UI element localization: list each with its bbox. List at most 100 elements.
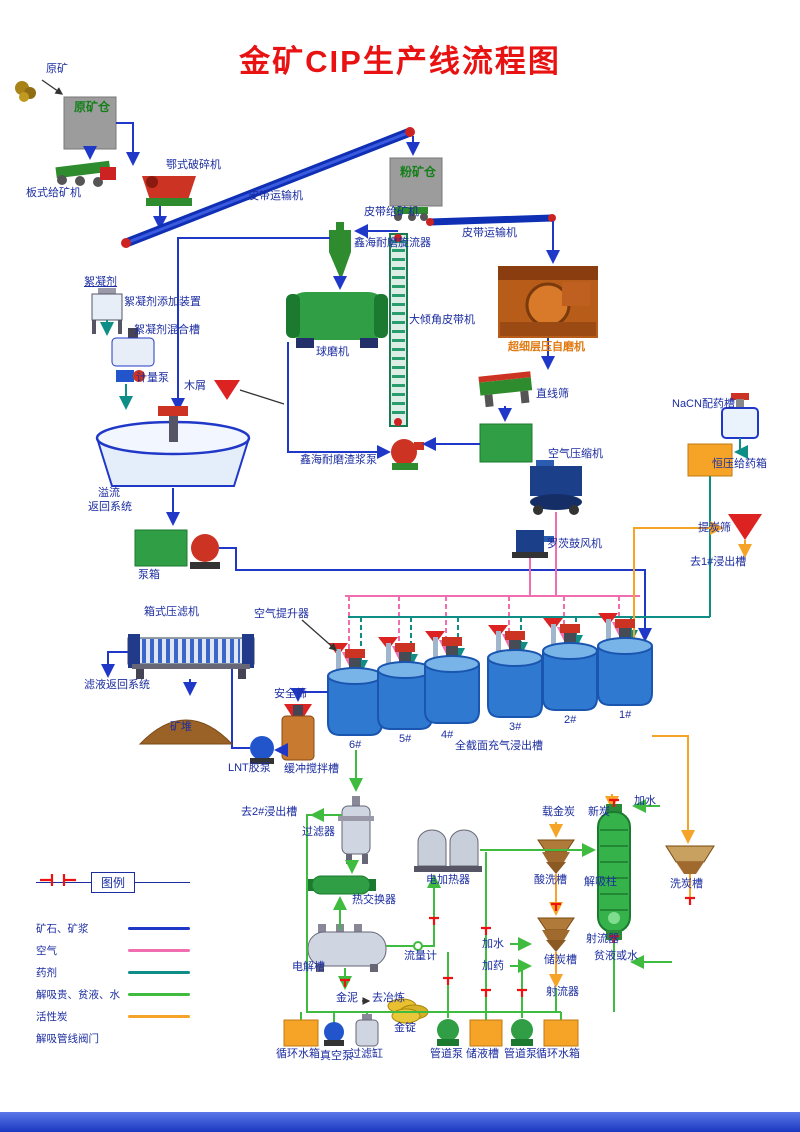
flocculant-device-shape <box>91 288 123 334</box>
leach-tank-6 <box>327 642 383 736</box>
overflow-return-label-1: 溢流 <box>98 487 120 499</box>
dosing-box-shape <box>687 443 733 477</box>
leach-tank-2 <box>542 617 598 711</box>
desorption-column-shape <box>597 804 631 940</box>
carbon-wash-shape <box>665 845 715 874</box>
air-compressor-shape <box>530 460 582 515</box>
gold-mud-label: 金泥 <box>336 992 358 1004</box>
filter-cylinder-label: 过滤缸 <box>350 1048 383 1060</box>
heat-exchanger-label: 热交换器 <box>352 894 396 906</box>
slurry-pump-label: 鑫海耐磨渣浆泵 <box>300 454 377 466</box>
to-smelting-label: 去冶炼 <box>372 992 405 1004</box>
pipeline-pump-1-label: 管道泵 <box>430 1048 463 1060</box>
tank-3-label: 3# <box>509 721 522 733</box>
acid-tank-shape <box>537 839 575 874</box>
valve-icon <box>479 988 493 999</box>
wood-chips-label: 木屑 <box>184 380 206 392</box>
valve-icon <box>441 976 455 987</box>
filter-label: 过滤器 <box>302 826 335 838</box>
valve-symbols-icon <box>40 874 76 886</box>
air-lifter-pointer <box>301 619 337 651</box>
wood-chips-pointer <box>239 389 285 405</box>
air-lifter-label: 空气提升器 <box>254 608 309 620</box>
valve-icon <box>515 988 529 999</box>
legend-item-valve: 解吸管线阀门 <box>36 874 190 1049</box>
ball-mill-label: 球磨机 <box>316 346 349 358</box>
roots-blower-shape <box>512 530 554 558</box>
legend: 图例 矿石、矿浆 空气 药剂 解吸贵、贫液、水 活性炭 解吸管线阀门 <box>36 872 191 1049</box>
to-tank-1-label: 去1#浸出槽 <box>690 556 747 568</box>
vacuum-pump-shape <box>324 1022 344 1046</box>
leach-tank-3 <box>487 624 543 718</box>
linear-screen-label: 直线筛 <box>536 388 569 400</box>
jaw-crusher-label: 鄂式破碎机 <box>166 159 221 171</box>
leach-tank-1 <box>597 612 653 706</box>
valve-icon <box>479 926 493 937</box>
legend-item-solution: 解吸贵、贫液、水 <box>36 983 190 1005</box>
circulating-tank-2-shape <box>543 1019 579 1047</box>
dosing-box-label: 恒压给药箱 <box>712 458 767 470</box>
flow-meter-label: 流量计 <box>404 950 437 962</box>
pipeline-pump-2-label: 管道泵 <box>504 1048 537 1060</box>
tank-5-label: 5# <box>399 733 412 745</box>
ore-pile-label: 矿堆 <box>170 721 192 733</box>
carbon-storage-shape <box>537 917 575 952</box>
plate-feeder-label: 板式给矿机 <box>26 187 81 199</box>
buffer-tank-label: 缓冲搅拌槽 <box>284 763 339 775</box>
lean-liquid-label: 贫液或水 <box>594 950 638 962</box>
vacuum-pump-label: 真空泵 <box>320 1050 353 1062</box>
plate-feeder-shape <box>55 160 116 187</box>
electric-heater-label: 电加热器 <box>426 874 470 886</box>
metering-pump-label: 计量泵 <box>136 372 169 384</box>
legend-swatch-solution <box>128 992 190 996</box>
legend-item-reagent: 药剂 <box>36 961 190 983</box>
legend-swatch-air <box>128 948 190 952</box>
leach-tank-5 <box>377 636 433 730</box>
filtrate-return-label: 滤液返回系统 <box>84 679 150 691</box>
acid-tank-label: 酸洗槽 <box>534 874 567 886</box>
nacn-tank-label: NaCN配药槽 <box>672 398 735 410</box>
valve-icon <box>549 902 563 913</box>
carbon-screen-shape <box>728 514 762 540</box>
jet-2-label: 射流器 <box>546 986 579 998</box>
circulating-tank-1-shape <box>283 1019 319 1047</box>
raw-ore-label: 原矿 <box>46 63 68 75</box>
pump-box-label: 泵箱 <box>138 569 160 581</box>
autogenous-mill-shape <box>498 266 598 338</box>
metering-pump-shape <box>116 370 145 382</box>
valve-icon <box>683 896 697 907</box>
valve-icon <box>427 916 441 927</box>
storage-tank-label: 储液槽 <box>466 1048 499 1060</box>
filter-shape <box>338 796 374 864</box>
circulating-tank-1-label: 循环水箱 <box>276 1048 320 1060</box>
belt-conveyor-2-shape <box>426 214 556 226</box>
legend-item-ore: 矿石、矿浆 <box>36 917 190 939</box>
lnt-pump-shape <box>250 736 274 764</box>
carbon-wash-label: 洗炭槽 <box>670 878 703 890</box>
legend-line-right <box>135 882 191 883</box>
jet-1-label: 射流器 <box>586 933 619 945</box>
legend-title: 图例 <box>91 872 136 893</box>
footer-bar <box>0 1112 800 1132</box>
raw-ore-arrow <box>41 79 64 95</box>
roots-blower-label: 罗茨鼓风机 <box>547 538 602 550</box>
valve-icon <box>338 978 352 989</box>
cyclone-label: 鑫海耐磨旋流器 <box>354 237 431 249</box>
fine-ore-bin-shape <box>389 157 443 207</box>
filter-cylinder-shape <box>355 1014 379 1047</box>
new-carbon-label: 新炭 <box>588 806 610 818</box>
nacn-tank-shape <box>721 393 759 439</box>
tank-4-label: 4# <box>441 729 454 741</box>
circulating-tank-2-label: 循环水箱 <box>536 1048 580 1060</box>
lnt-pump-label: LNT胶泵 <box>228 762 271 774</box>
screen-pump-box-shape <box>479 423 533 463</box>
heat-exchanger-shape <box>306 875 376 895</box>
pump-box-pump-shape <box>190 534 220 569</box>
add-water-top-label: 加水 <box>634 795 656 807</box>
fine-ore-bin-label: 粉矿仓 <box>400 165 437 179</box>
gold-ingot-label: 金锭 <box>394 1022 416 1034</box>
legend-item-air: 空气 <box>36 939 190 961</box>
flocculant-label: 絮凝剂 <box>84 276 117 288</box>
